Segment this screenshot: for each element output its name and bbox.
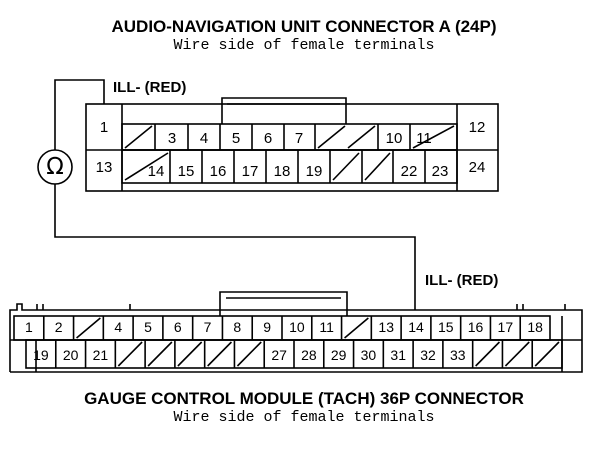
pin-b-21: 21 — [93, 347, 109, 363]
connector-a-subtitle: Wire side of female terminals — [173, 37, 435, 54]
pin-b-8: 8 — [233, 319, 241, 335]
pin-a-15: 15 — [178, 163, 195, 180]
blank-cavity-mark — [76, 317, 101, 339]
pin-a-1: 1 — [100, 119, 108, 136]
pin-a-17: 17 — [242, 163, 259, 180]
pin-a-11: 11 — [416, 130, 432, 147]
pin-a-10: 10 — [386, 130, 403, 147]
blank-cavity-mark — [534, 341, 560, 367]
pin-b-20: 20 — [63, 347, 79, 363]
pin-b-31: 31 — [390, 347, 406, 363]
blank-cavity-mark — [504, 341, 530, 367]
pin-b-29: 29 — [331, 347, 347, 363]
pin-b-11: 11 — [319, 319, 334, 335]
pin-b-18: 18 — [527, 319, 543, 335]
pin-b-2: 2 — [55, 319, 63, 335]
pin-b-9: 9 — [263, 319, 271, 335]
pin-a-4: 4 — [200, 130, 208, 147]
connector-b-title: GAUGE CONTROL MODULE (TACH) 36P CONNECTO… — [84, 389, 524, 408]
pin-b-1: 1 — [25, 319, 33, 335]
pin-b-16: 16 — [468, 319, 484, 335]
pin-a-18: 18 — [274, 163, 291, 180]
lead-to-connector-a — [54, 79, 105, 150]
blank-cavity-mark — [344, 317, 369, 339]
blank-cavity-mark — [475, 341, 501, 367]
pin-a-6: 6 — [264, 130, 272, 147]
blank-cavity-mark — [147, 341, 173, 367]
pin-a-23: 23 — [432, 163, 449, 180]
ohm-symbol: Ω — [46, 154, 64, 180]
pin-a-5: 5 — [232, 130, 240, 147]
test-leads — [37, 79, 416, 310]
connector-a-wire-label: ILL- (RED) — [113, 79, 187, 96]
pin-a-16: 16 — [210, 163, 227, 180]
pin-a-7: 7 — [295, 130, 303, 147]
pin-a-12: 12 — [469, 119, 486, 136]
pin-b-32: 32 — [420, 347, 436, 363]
pin-b-6: 6 — [174, 319, 182, 335]
pin-b-7: 7 — [204, 319, 212, 335]
pin-b-4: 4 — [114, 319, 122, 335]
blank-cavity-mark — [177, 341, 203, 367]
pin-b-19: 19 — [33, 347, 49, 363]
pin-b-10: 10 — [289, 319, 305, 335]
pin-b-30: 30 — [361, 347, 377, 363]
pin-b-5: 5 — [144, 319, 152, 335]
blank-cavity-mark — [236, 341, 262, 367]
connector-b-subtitle: Wire side of female terminals — [173, 409, 435, 426]
pin-b-14: 14 — [408, 319, 424, 335]
lead-to-connector-b — [54, 184, 416, 310]
ohmmeter-icon — [37, 149, 73, 185]
pin-a-22: 22 — [401, 163, 418, 180]
pin-b-13: 13 — [378, 319, 394, 335]
pin-b-17: 17 — [498, 319, 514, 335]
pin-a-24: 24 — [469, 159, 486, 176]
connector-b-labels: 1 2 4 5 6 7 8 9 10 11 13 14 15 16 17 18 19 20 21 27 28 29 30 31… — [25, 319, 543, 363]
pin-b-27: 27 — [271, 347, 287, 363]
pin-b-15: 15 — [438, 319, 454, 335]
connector-a — [85, 97, 499, 192]
pin-a-3: 3 — [168, 130, 176, 147]
blank-cavity-mark — [207, 341, 233, 367]
blank-cavity-mark — [117, 341, 143, 367]
connector-a-labels: 1 3 4 5 6 7 10 11 12 13 14 15 16 17 18 1… — [96, 119, 486, 180]
pin-a-14: 14 — [148, 163, 165, 180]
connector-b-dividers — [42, 316, 560, 368]
pin-a-19: 19 — [306, 163, 323, 180]
connector-a-title: AUDIO-NAVIGATION UNIT CONNECTOR A (24P) — [111, 17, 497, 36]
connector-b-wire-label: ILL- (RED) — [425, 272, 499, 289]
pin-a-13: 13 — [96, 159, 113, 176]
pin-b-28: 28 — [301, 347, 317, 363]
pin-b-33: 33 — [450, 347, 466, 363]
